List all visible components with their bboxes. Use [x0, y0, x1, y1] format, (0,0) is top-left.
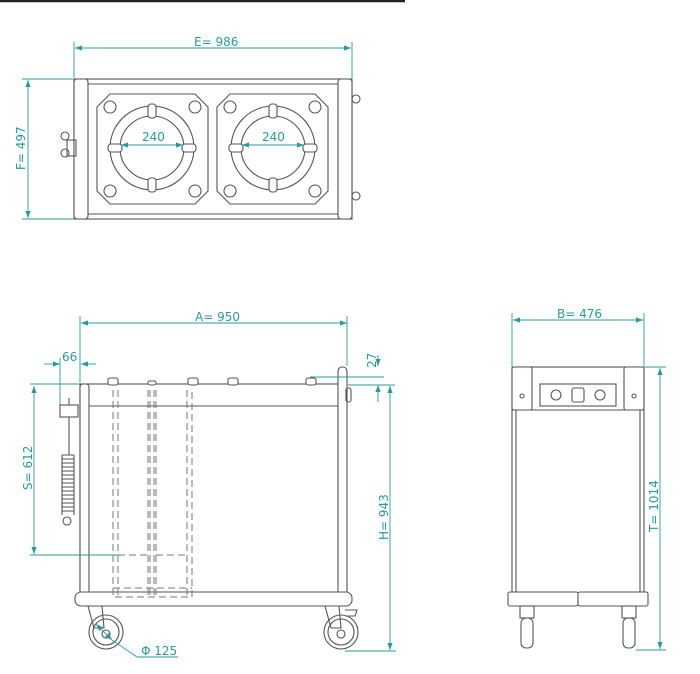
right-post — [337, 366, 348, 605]
left-end-cap — [73, 78, 89, 220]
dim-h-label: H= 943 — [377, 494, 391, 540]
side-wheel-left — [519, 605, 535, 649]
dim-s-label: S= 612 — [21, 446, 35, 490]
dim-b-label: B= 476 — [557, 307, 602, 321]
left-post — [79, 383, 90, 605]
dim-f-label: F= 497 — [14, 126, 28, 170]
control-panel — [539, 383, 617, 407]
bottom-rail — [74, 591, 353, 607]
dim-wheel-label: Φ 125 — [141, 644, 177, 658]
dispenser-tubes-hidden — [112, 390, 193, 598]
dim-t-label: T= 1014 — [647, 480, 661, 533]
tube-plate-left — [96, 93, 209, 205]
spring-handle — [59, 398, 79, 526]
dim-tube-right-label: 240 — [262, 130, 285, 144]
wheel-right — [323, 605, 359, 650]
wheel-left — [87, 605, 124, 650]
dim-27-label: 27 — [365, 353, 379, 368]
top-view: E= 986 F= 497 240 240 — [14, 35, 361, 220]
tube-plate-right — [216, 93, 329, 205]
dim-e-label: E= 986 — [194, 35, 238, 49]
side-view: B= 476 T= 1014 — [507, 307, 666, 651]
dim-tube-left-label: 240 — [142, 130, 165, 144]
dim-66-label: 66 — [62, 350, 77, 364]
front-view: A= 950 66 27 S= 612 H= 943 Φ 125 — [21, 310, 396, 658]
dim-a-label: A= 950 — [195, 310, 240, 324]
side-wheel-right — [621, 605, 637, 649]
right-end-cap — [337, 78, 353, 220]
